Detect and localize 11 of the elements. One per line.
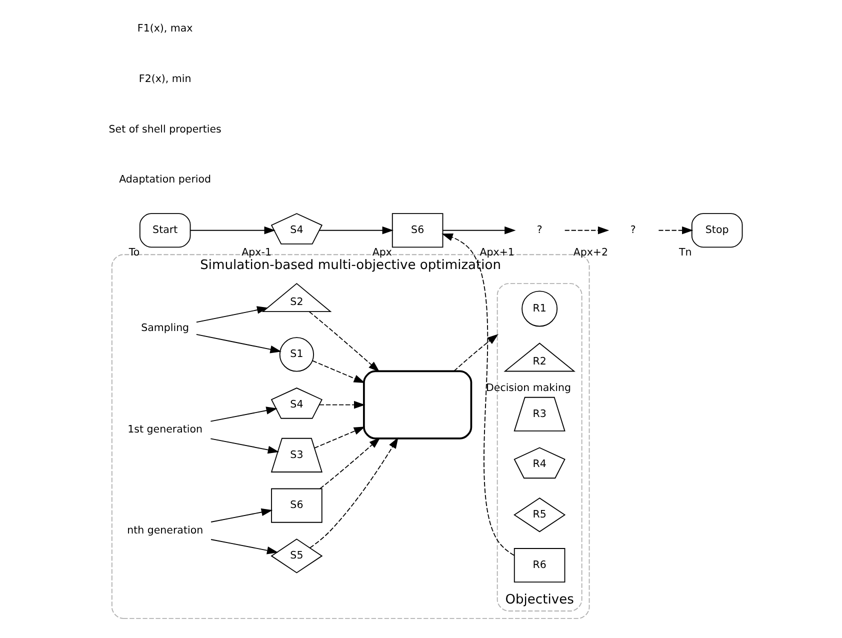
edge-label: Decision making	[486, 382, 570, 394]
label: F2(x), min	[138, 72, 191, 85]
node-text: ?	[536, 224, 542, 236]
node-text: 1st generation	[127, 424, 202, 436]
node-text: Sampling	[140, 322, 189, 334]
label: Adaptation period	[118, 174, 211, 186]
node-text: ?	[630, 224, 636, 236]
node-label: Tn	[678, 246, 692, 258]
node-text: nth generation	[126, 524, 203, 536]
label: F1(x), max	[136, 22, 192, 34]
label: Set of shell properties	[108, 123, 221, 136]
